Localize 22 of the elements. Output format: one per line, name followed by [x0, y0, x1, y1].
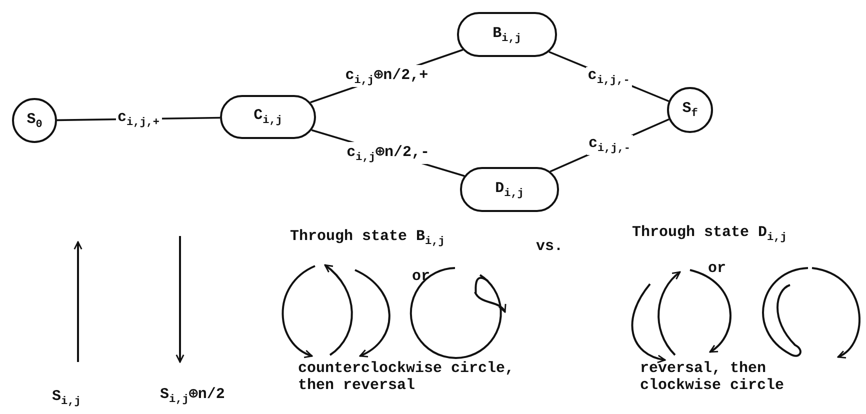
state-box	[457, 12, 557, 57]
state-label: C$_{i,j}$	[254, 107, 282, 127]
text-label: reversal, then clockwise circle	[640, 360, 786, 394]
text-label: or	[708, 260, 726, 278]
text-label: or	[412, 268, 430, 286]
state-label: S$_{f}$	[682, 100, 698, 120]
state-circle	[667, 87, 713, 133]
state-label: B$_{i,j}$	[492, 24, 522, 44]
edge-label: c$_{i,j,-}$	[586, 135, 633, 156]
text-label: Through state D$_{i,j}$	[632, 224, 787, 245]
text-label: counterclockwise circle, then reversal	[298, 360, 516, 394]
state-circle	[12, 98, 57, 143]
state-label: D$_{i,j}$	[495, 180, 524, 200]
state-box	[220, 95, 316, 139]
text-label: S$_{i,j}$⊕n/2	[160, 386, 225, 407]
text-label: Through state B$_{i,j}$	[290, 228, 445, 249]
state-box	[460, 167, 559, 212]
text-label: S$_{i,j}$	[52, 388, 81, 409]
edge-label: c$_{i,j,-}$	[586, 66, 632, 86]
state-label: S$_{0}$	[26, 110, 42, 130]
text-label: vs.	[536, 238, 564, 256]
edge-label: c$_{i,j}$⊕n/2,+	[343, 65, 430, 88]
